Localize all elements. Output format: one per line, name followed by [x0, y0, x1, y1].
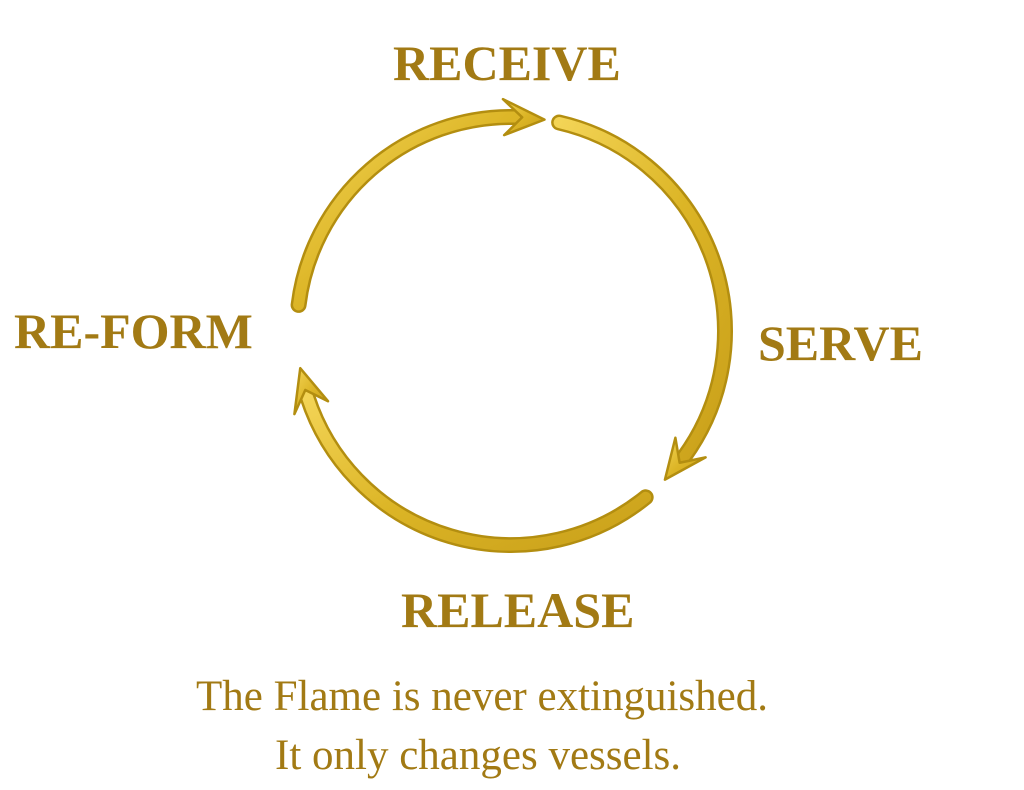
arrowhead-icon [293, 366, 330, 416]
arrow-release-to-reform [293, 366, 654, 553]
arrowhead-icon [501, 97, 546, 137]
arrow-shaft [293, 111, 521, 311]
label-reform: RE-FORM [14, 303, 253, 359]
arrow-shaft [301, 391, 652, 551]
label-serve: SERVE [758, 315, 923, 371]
arrow-shaft [553, 116, 731, 463]
label-receive: RECEIVE [393, 35, 621, 91]
arrow-receive-to-serve [551, 114, 733, 481]
caption-line-2: It only changes vessels. [275, 732, 682, 779]
label-release: RELEASE [401, 582, 635, 638]
arrowhead-icon [663, 436, 707, 481]
caption-line-1: The Flame is never extinguished. [196, 673, 768, 720]
arrow-reform-to-receive [290, 97, 546, 313]
